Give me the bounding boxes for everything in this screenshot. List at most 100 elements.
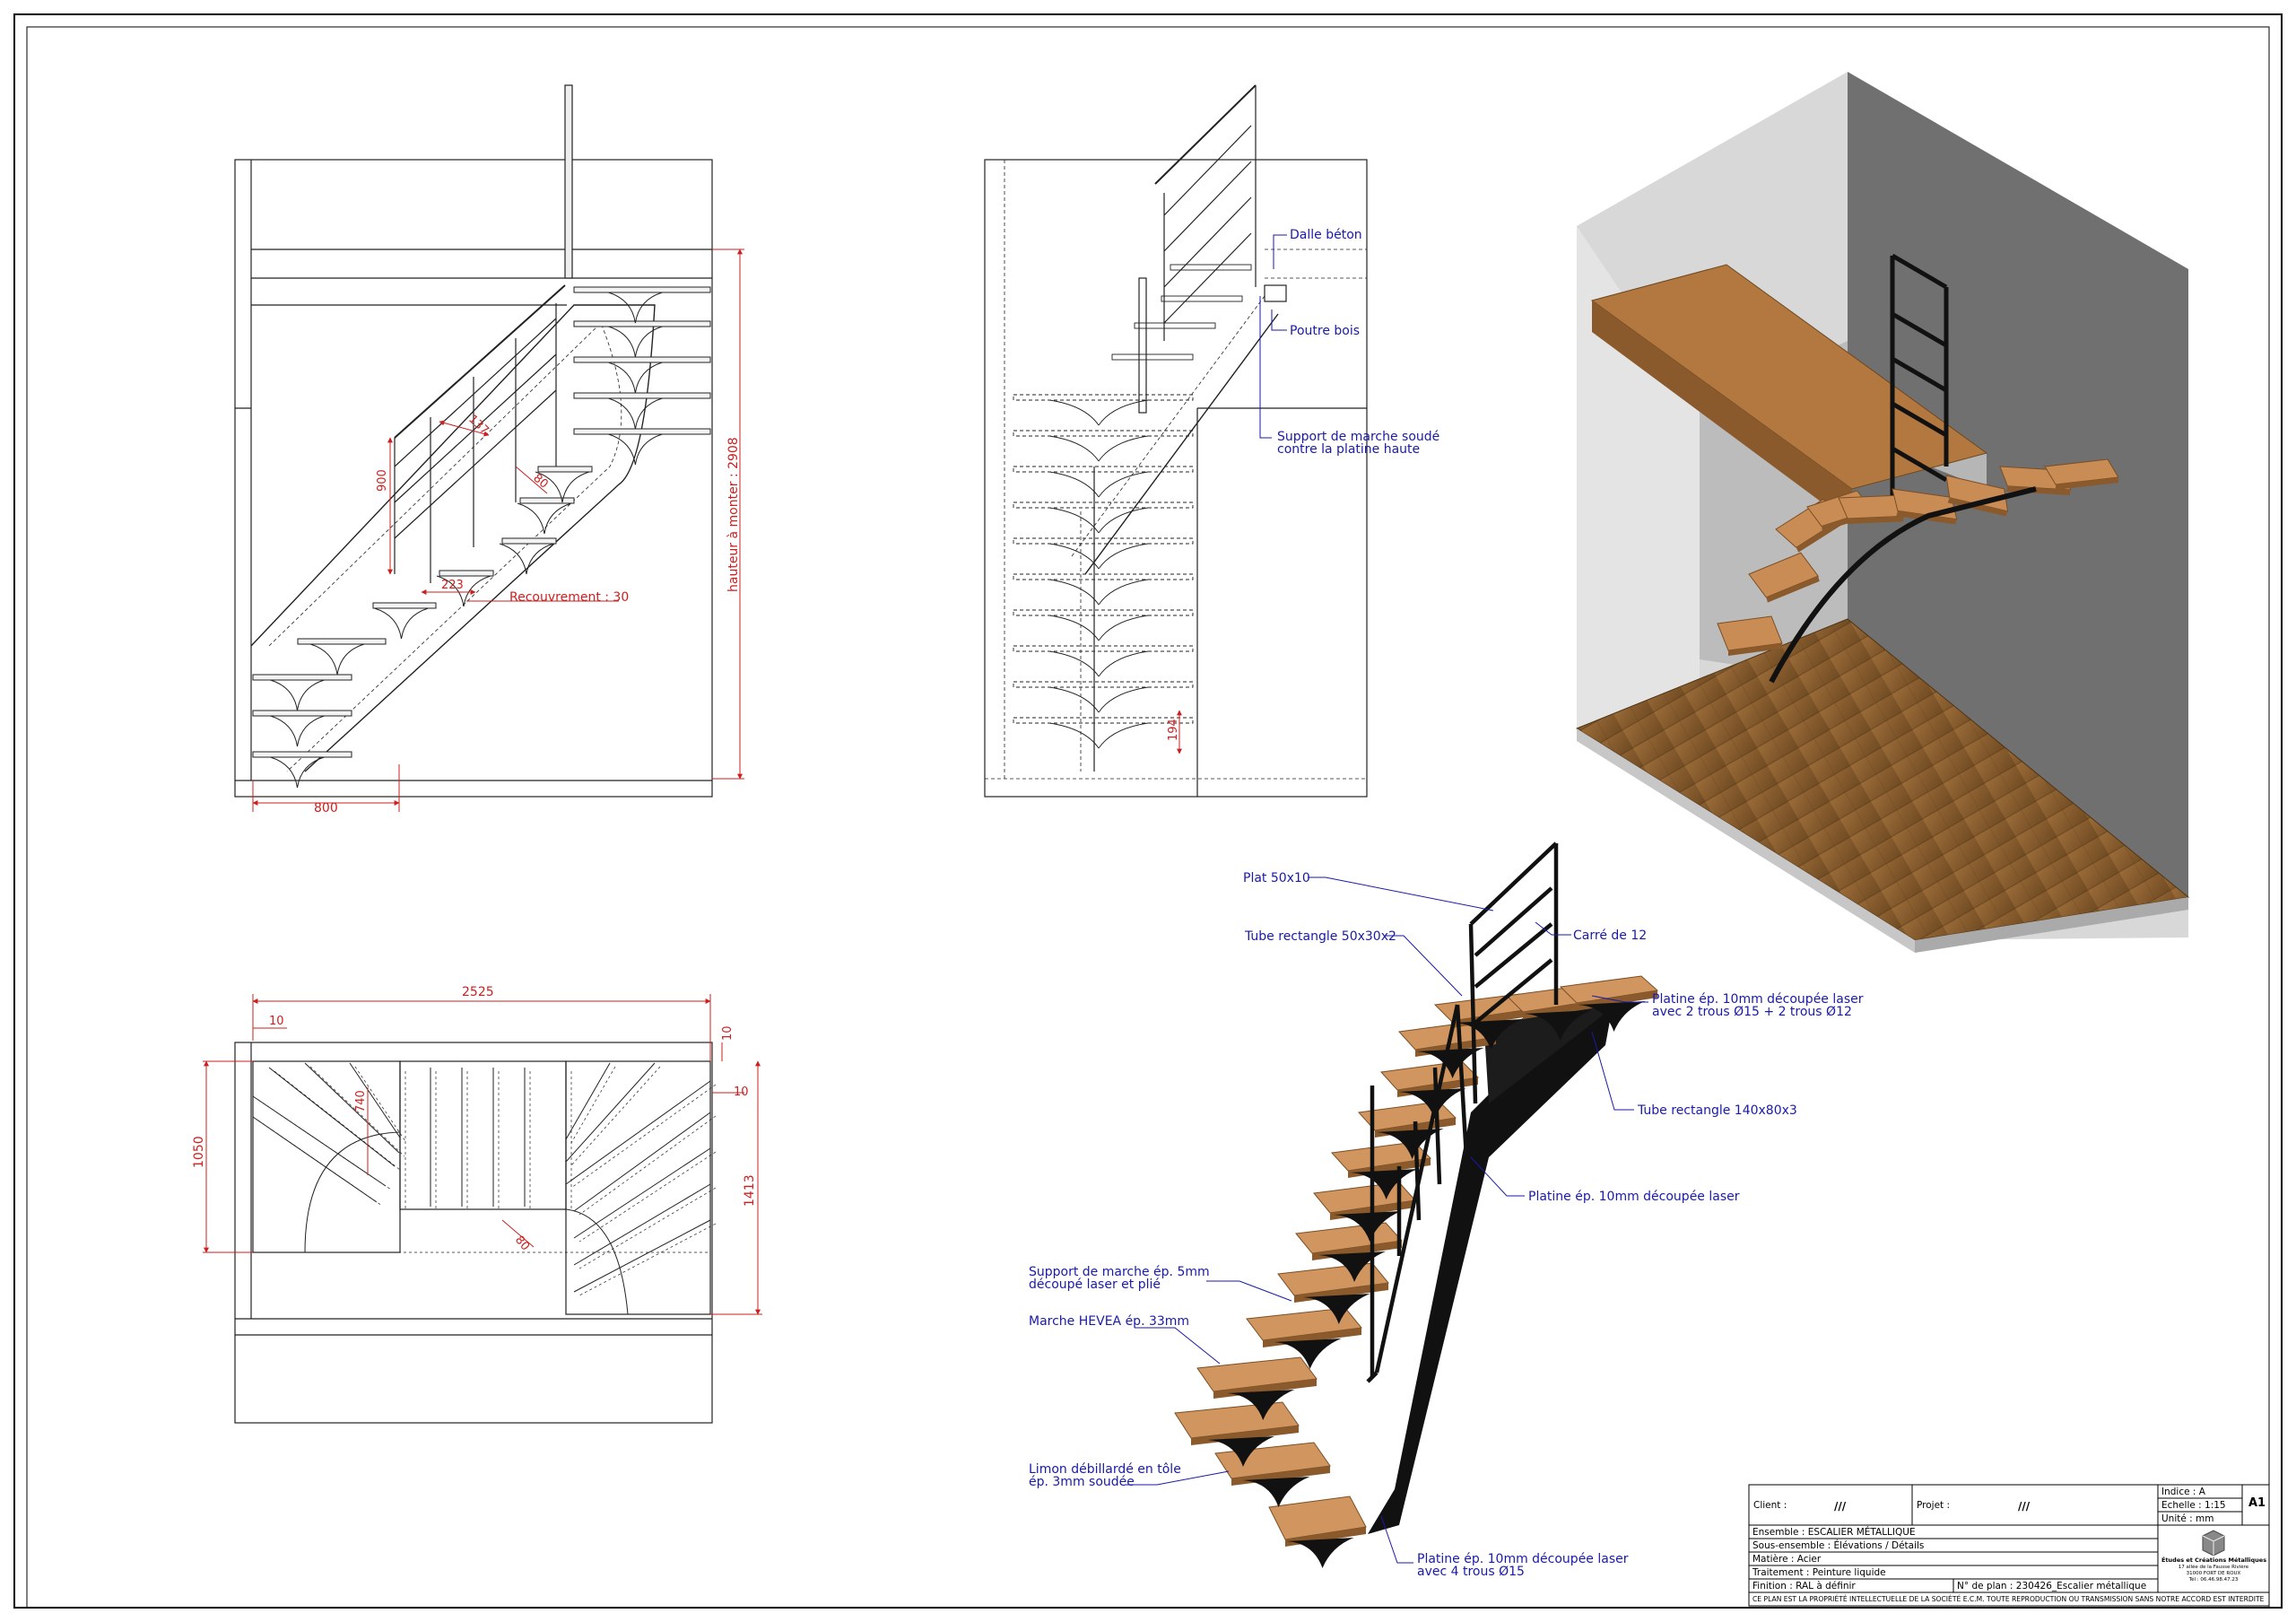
- plan-view-tread-edge: [573, 1219, 711, 1293]
- elevation-right-upper-tread: [1161, 295, 1243, 302]
- elevation-right-leaders: [1259, 234, 1287, 439]
- room-step-edge: [1728, 643, 1782, 656]
- callout-stringer-l2: ép. 3mm soudée: [1029, 1475, 1135, 1489]
- dim-plan-offset-right: 10: [734, 1086, 749, 1099]
- elevation-left-support: [535, 471, 590, 503]
- isometric-stair: [1368, 987, 1628, 1534]
- callout-step-support-l2: découpé laser et plié: [1029, 1278, 1161, 1292]
- elevation-right-support: [1048, 399, 1149, 426]
- sheet-format: A1: [2248, 1496, 2266, 1510]
- elevation-right-tread: [1013, 466, 1194, 473]
- dim-tread: 223: [441, 579, 464, 592]
- elevation-right-support: [1048, 722, 1149, 749]
- elevation-left-support: [270, 756, 325, 789]
- elevation-left-support: [517, 502, 572, 535]
- callout-flat: Plat 50x10: [1243, 871, 1310, 885]
- plan-view-tread-edge: [565, 1062, 611, 1140]
- room-step: [1717, 615, 1783, 656]
- plan-view-tread-edge: [268, 1067, 396, 1167]
- plan-view-tread-edge: [304, 1062, 400, 1154]
- elevation-left-tread: [537, 466, 593, 473]
- company-logo: [2202, 1530, 2225, 1557]
- plan-view-tread-edge-hidden: [257, 1120, 383, 1207]
- dim-rise: 900: [376, 469, 389, 492]
- plan-view-tread-edge-hidden: [578, 1223, 717, 1296]
- elevation-left-tread: [519, 497, 575, 504]
- plan-view-tread-edge-hidden: [578, 1151, 717, 1243]
- dim-plan-total: 2525: [462, 985, 494, 999]
- elevation-left-tread: [372, 602, 437, 609]
- dim-width: 800: [314, 801, 338, 815]
- elevation-right: [984, 84, 1368, 798]
- room-step-edge: [2006, 485, 2071, 495]
- elevation-left-tread: [252, 674, 352, 681]
- plan-view-tread-edge: [565, 1080, 711, 1185]
- plan-view-curve: [304, 1131, 401, 1253]
- isometric-step-support: [1207, 1436, 1274, 1467]
- elevation-left-tread: [252, 710, 352, 717]
- plan-number: N° de plan : 230426_Escalier métallique: [1957, 1581, 2147, 1591]
- sous-ensemble: Sous-ensemble : Élévations / Détails: [1752, 1540, 1925, 1551]
- elevation-right-support: [1048, 650, 1149, 677]
- room-step-edge: [2056, 477, 2118, 490]
- plan-view-curve: [565, 1208, 629, 1315]
- elevation-right-tread: [1013, 537, 1194, 545]
- plan-view-tread-edge-hidden: [570, 1066, 616, 1144]
- plan-view-tread-edge-hidden: [309, 1066, 405, 1157]
- elevation-left-support: [499, 543, 554, 575]
- plan-view-tread-edge-hidden: [354, 1066, 406, 1142]
- plan-view-tread-edge: [565, 1062, 656, 1163]
- elevation-right-tread: [1013, 430, 1194, 437]
- elevation-left-support: [608, 326, 663, 358]
- dim-plan-depth: 1050: [192, 1136, 206, 1168]
- elevation-right-support: [1048, 543, 1149, 570]
- plan-view-treads: [252, 1062, 717, 1315]
- plan-view-tread-edge-hidden: [578, 1115, 717, 1216]
- dim-height: hauteur à monter : 2908: [726, 437, 741, 592]
- dim-tread-angle: 80: [530, 472, 550, 492]
- room-stringer: [1769, 486, 2037, 684]
- isometric-step-support: [1318, 1251, 1386, 1282]
- title-block: Client : /// Projet : /// Ensemble : ESC…: [1749, 1485, 2269, 1609]
- elevation-right-upper-tread: [1170, 264, 1252, 271]
- plan-view-tread-edge: [573, 1183, 711, 1266]
- isometric-leaders: [1126, 876, 1648, 1564]
- traitement: Traitement : Peinture liquide: [1752, 1567, 1886, 1578]
- callout-step-support-l1: Support de marche ép. 5mm: [1029, 1265, 1210, 1279]
- elevation-left-support: [608, 433, 663, 466]
- elevation-right-tread: [1013, 609, 1194, 616]
- isometric-step-support: [1578, 1001, 1646, 1032]
- elevation-left-support: [436, 575, 491, 607]
- room-step-edge: [1947, 497, 2008, 517]
- elevation-right-tread: [1013, 681, 1194, 688]
- plan-view-tread-edge: [349, 1062, 401, 1138]
- elevation-left-support: [608, 292, 663, 324]
- elevation-left-tread: [501, 537, 557, 545]
- elevation-right-support: [1048, 507, 1149, 534]
- elevation-right-tread: [1013, 394, 1194, 401]
- unite: Unité : mm: [2161, 1513, 2214, 1524]
- callout-plate-laser: Platine ép. 10mm découpée laser: [1528, 1190, 1740, 1204]
- elevation-left-tread: [573, 320, 711, 327]
- dim-rise-low: 194: [1167, 719, 1180, 741]
- company-address-1: 17 allée de la Fausse Rivière: [2178, 1565, 2249, 1570]
- isometric-step-support: [1334, 1211, 1402, 1242]
- callout-square: Carré de 12: [1573, 929, 1647, 943]
- elevation-right-support: [1048, 471, 1149, 498]
- elevation-left-tread: [573, 356, 711, 363]
- callout-beam: Poutre bois: [1290, 324, 1360, 338]
- finition: Finition : RAL à définir: [1752, 1581, 1856, 1591]
- room-step: [1748, 552, 1820, 603]
- isometric-railing: [1366, 842, 1559, 1383]
- footer-notice: CE PLAN EST LA PROPRIÉTÉ INTELLECTUELLE …: [1752, 1595, 2265, 1603]
- callout-plate-holes-l2: avec 2 trous Ø15 + 2 trous Ø12: [1652, 1005, 1852, 1019]
- plan-view-tread-edge-hidden: [570, 1066, 661, 1166]
- elevation-right-support: [1048, 579, 1149, 606]
- elevation-left: [234, 84, 713, 798]
- elevation-left-tread: [297, 638, 387, 645]
- plan-view-dims: [203, 994, 762, 1315]
- elevation-left-tread: [573, 392, 711, 399]
- callout-tube-140: Tube rectangle 140x80x3: [1637, 1103, 1797, 1118]
- isometric-step-support: [1286, 1538, 1354, 1568]
- elevation-right-treads: [1013, 264, 1252, 749]
